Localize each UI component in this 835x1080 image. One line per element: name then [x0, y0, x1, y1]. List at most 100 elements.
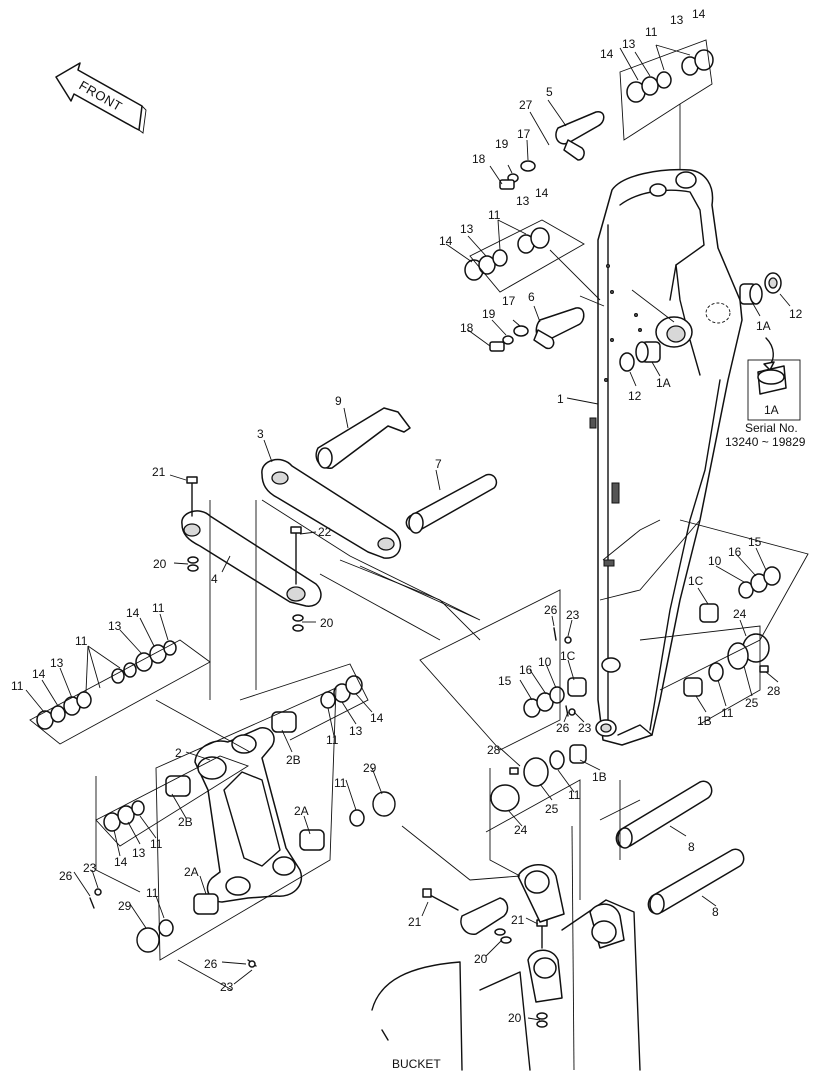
callout: 11 — [645, 25, 658, 39]
callout: 20 — [153, 557, 167, 571]
callout: 23 — [220, 980, 234, 994]
callout: 24 — [733, 607, 747, 621]
link-2-bushings — [165, 711, 325, 915]
callout: 2B — [178, 815, 193, 829]
callout: 2A — [294, 804, 309, 818]
link-2 — [194, 727, 303, 903]
callout: 11 — [75, 634, 88, 648]
callout: 11 — [150, 837, 163, 851]
callout: 12 — [628, 389, 642, 403]
callout: 25 — [545, 802, 559, 816]
serial-line-1: Serial No. — [745, 421, 798, 435]
callout: 2B — [286, 753, 301, 767]
callout: 28 — [767, 684, 781, 698]
callout: 7 — [435, 457, 442, 471]
callout: 22 — [318, 525, 332, 539]
callout: 11 — [334, 776, 347, 790]
callout: 16 — [519, 663, 533, 677]
callout: 15 — [748, 535, 762, 549]
bucket-label: BUCKET — [392, 1057, 441, 1071]
pin-8-upper — [615, 780, 713, 849]
serial-box-frame — [747, 359, 801, 421]
bolts — [89, 476, 769, 1028]
callout: 11 — [721, 706, 734, 720]
leader-lines — [25, 44, 791, 1021]
callout: 27 — [519, 98, 533, 112]
pin-8-lower — [647, 848, 745, 915]
callout: 11 — [146, 886, 159, 900]
callout: 24 — [514, 823, 528, 837]
pin-6 — [533, 307, 585, 350]
callout: 5 — [546, 85, 553, 99]
guide-lines — [29, 39, 809, 1071]
callout: 26 — [556, 721, 570, 735]
callout: 14 — [535, 186, 549, 200]
callout: 21 — [152, 465, 166, 479]
callout: 13 — [460, 222, 474, 236]
callout: 13 — [622, 37, 636, 51]
callout: 13 — [516, 194, 530, 208]
callout: 18 — [472, 152, 486, 166]
callout: 29 — [363, 761, 377, 775]
callout: 25 — [745, 696, 759, 710]
callout: 12 — [789, 307, 803, 321]
callout: 1C — [560, 649, 576, 663]
callout: 23 — [578, 721, 592, 735]
front-arrow: FRONT — [55, 62, 147, 134]
callout: 29 — [118, 899, 132, 913]
callout: 18 — [460, 321, 474, 335]
bucket — [371, 864, 641, 1071]
callout: 21 — [408, 915, 422, 929]
callout: 1A — [756, 319, 771, 333]
boom-bushings — [549, 272, 782, 770]
callout: 15 — [498, 674, 512, 688]
callout: 11 — [152, 601, 165, 615]
washer-stacks — [36, 49, 781, 953]
callout: 1C — [688, 574, 704, 588]
pin-5 — [555, 111, 605, 161]
callout: 14 — [32, 667, 46, 681]
callout: 14 — [126, 606, 140, 620]
callout: 14 — [114, 855, 128, 869]
callout: 1B — [697, 714, 712, 728]
callout: 14 — [692, 7, 706, 21]
callout: 13 — [108, 619, 122, 633]
callout: 19 — [495, 137, 509, 151]
callout: 28 — [487, 743, 501, 757]
callout: 1B — [592, 770, 607, 784]
callout: 13 — [132, 846, 146, 860]
callout: 9 — [335, 394, 342, 408]
pin-7 — [405, 473, 498, 534]
callout: 3 — [257, 427, 264, 441]
callout: 2 — [175, 746, 182, 760]
callout: 20 — [474, 952, 488, 966]
callout: 8 — [688, 840, 695, 854]
callout: 26 — [204, 957, 218, 971]
pin-9 — [315, 407, 411, 469]
callout: 11 — [568, 788, 581, 802]
callout: 20 — [508, 1011, 522, 1025]
serial-line-2: 13240 ~ 19829 — [725, 435, 806, 449]
callout: 14 — [600, 47, 614, 61]
callout: 1A — [656, 376, 671, 390]
callout: 11 — [488, 208, 501, 222]
serial-part-label: 1A — [764, 403, 779, 417]
callout: 6 — [528, 290, 535, 304]
callout: 16 — [728, 545, 742, 559]
callout: 19 — [482, 307, 496, 321]
callout: 1 — [557, 392, 564, 406]
callout: 20 — [320, 616, 334, 630]
callout: 23 — [566, 608, 580, 622]
callout: 10 — [538, 655, 552, 669]
callout: 14 — [370, 711, 384, 725]
callout: 4 — [211, 572, 218, 586]
callout: 26 — [59, 869, 73, 883]
callout: 13 — [349, 724, 363, 738]
boom-arm — [589, 168, 743, 746]
link-4 — [181, 510, 322, 607]
callout: 23 — [83, 861, 97, 875]
callout: 14 — [439, 234, 453, 248]
serial-number-note: 1A Serial No. 13240 ~ 19829 — [725, 403, 806, 449]
